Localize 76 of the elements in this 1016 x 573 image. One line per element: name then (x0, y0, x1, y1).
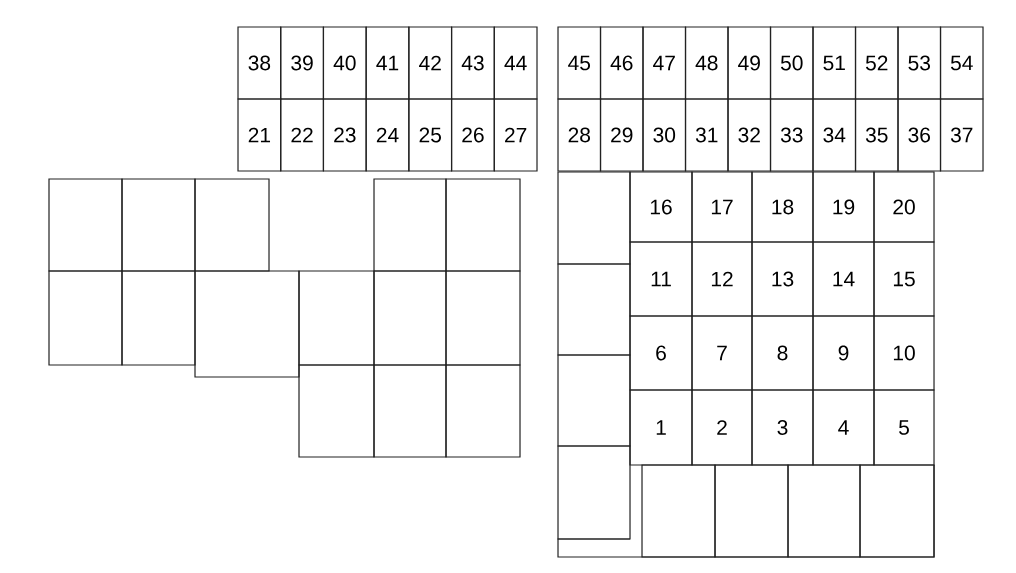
numbered-box: 53 (897, 26, 942, 100)
numbered-box: 42 (408, 26, 453, 100)
empty-box (787, 464, 861, 558)
empty-box (373, 270, 447, 366)
empty-box (121, 270, 196, 366)
numbered-box: 30 (642, 98, 687, 172)
numbered-box: 2 (691, 389, 753, 466)
numbered-box: 43 (450, 26, 495, 100)
numbered-box: 27 (493, 98, 538, 172)
empty-box (714, 464, 789, 558)
empty-box (48, 178, 123, 272)
numbered-box: 14 (812, 241, 875, 317)
numbered-box: 26 (450, 98, 495, 172)
empty-box (557, 354, 631, 447)
empty-box (194, 270, 300, 378)
numbered-box: 51 (812, 26, 857, 100)
empty-box (121, 178, 196, 272)
numbered-box: 48 (684, 26, 729, 100)
numbered-box: 11 (629, 241, 693, 317)
numbered-box: 22 (280, 98, 325, 172)
numbered-box: 34 (812, 98, 857, 172)
numbered-box: 8 (751, 315, 814, 391)
empty-box (445, 364, 521, 458)
numbered-box: 49 (727, 26, 772, 100)
numbered-box: 16 (629, 171, 693, 243)
numbered-box: 9 (812, 315, 875, 391)
numbered-box: 24 (365, 98, 410, 172)
numbered-box: 50 (769, 26, 814, 100)
empty-box (298, 364, 375, 458)
numbered-box: 46 (599, 26, 644, 100)
numbered-box: 41 (365, 26, 410, 100)
numbered-box: 40 (322, 26, 367, 100)
numbered-box: 47 (642, 26, 687, 100)
empty-box (194, 178, 270, 272)
numbered-box: 31 (684, 98, 729, 172)
empty-box (557, 445, 631, 540)
numbered-box: 6 (629, 315, 693, 391)
empty-box (298, 270, 375, 366)
empty-box (373, 178, 447, 272)
numbered-box: 18 (751, 171, 814, 243)
empty-box (48, 270, 123, 366)
numbered-box: 19 (812, 171, 875, 243)
numbered-box: 12 (691, 241, 753, 317)
empty-box (641, 464, 716, 558)
empty-box (445, 270, 521, 366)
numbered-box: 13 (751, 241, 814, 317)
numbered-box: 28 (557, 98, 602, 172)
numbered-box: 7 (691, 315, 753, 391)
numbered-box: 45 (557, 26, 602, 100)
numbered-box: 1 (629, 389, 693, 466)
numbered-box: 21 (237, 98, 282, 172)
numbered-box: 20 (873, 171, 935, 243)
empty-box (557, 263, 631, 356)
numbered-box: 3 (751, 389, 814, 466)
numbered-box: 32 (727, 98, 772, 172)
numbered-box: 36 (897, 98, 942, 172)
numbered-box: 5 (873, 389, 935, 466)
empty-box (445, 178, 521, 272)
empty-box (557, 171, 631, 265)
numbered-box: 37 (939, 98, 984, 172)
numbered-box: 29 (599, 98, 644, 172)
numbered-box: 15 (873, 241, 935, 317)
empty-box (859, 464, 935, 558)
numbered-box: 23 (322, 98, 367, 172)
numbered-box: 35 (854, 98, 899, 172)
numbered-box: 54 (939, 26, 984, 100)
empty-box (373, 364, 447, 458)
numbered-box: 38 (237, 26, 282, 100)
numbered-box: 52 (854, 26, 899, 100)
numbered-box: 44 (493, 26, 538, 100)
numbered-box: 10 (873, 315, 935, 391)
numbered-box: 25 (408, 98, 453, 172)
numbered-box: 4 (812, 389, 875, 466)
numbered-box: 33 (769, 98, 814, 172)
numbered-box: 17 (691, 171, 753, 243)
numbered-box: 39 (280, 26, 325, 100)
